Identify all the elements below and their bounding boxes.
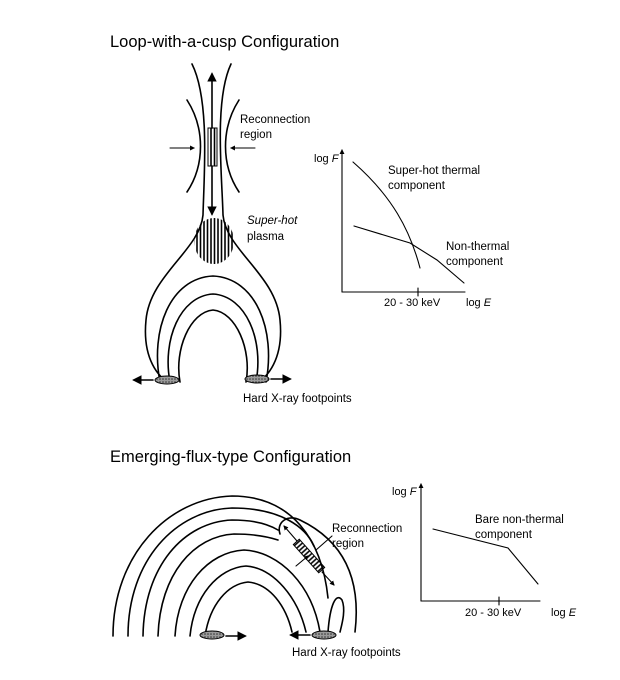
thermal-label-line1: Super-hot thermal — [388, 165, 480, 177]
top-panel: Loop-with-a-cusp Configuration — [110, 33, 509, 405]
reconnection-region-box — [207, 127, 218, 167]
top-tick-label: 20 - 30 keV — [384, 297, 441, 309]
emerging-loop-3 — [189, 565, 307, 637]
bottom-nonthermal-curve — [432, 528, 539, 585]
top-title: Loop-with-a-cusp Configuration — [110, 33, 339, 51]
bottom-spectrum-plot: log F log E 20 - 30 keV Bare non-thermal… — [392, 483, 577, 619]
reconnection-label-line1: Reconnection — [240, 114, 310, 126]
bottom-y-axis-label: log F — [392, 486, 418, 498]
cusp-outer-loop-right — [219, 63, 282, 383]
inflow-line-left — [186, 99, 202, 193]
bottom-inflow-arrow-left — [295, 555, 309, 567]
top-y-axis-label: log F — [314, 153, 340, 165]
inflow-line-right — [224, 99, 240, 193]
nonthermal-label-line1: Non-thermal — [446, 241, 509, 253]
overlying-arc-1 — [112, 495, 329, 637]
bottom-left-footpoint — [199, 630, 225, 640]
top-footpoints-label: Hard X-ray footpoints — [243, 393, 352, 405]
top-x-axis-label: log E — [466, 297, 492, 309]
nonthermal-label-line2: component — [446, 256, 504, 268]
bottom-reconnection-region-box — [292, 538, 326, 574]
bare-component-label-line2: component — [475, 529, 533, 541]
bottom-reconnection-group — [292, 538, 326, 574]
bottom-label-pointer — [315, 535, 333, 551]
bottom-outflow-arrow-up — [283, 525, 298, 542]
top-thermal-curve — [352, 161, 421, 269]
thermal-label-line2: component — [388, 180, 446, 192]
superhot-label-line1: Super-hot — [247, 215, 298, 227]
bottom-right-footpoint — [311, 630, 337, 640]
bottom-footpoints-label: Hard X-ray footpoints — [292, 647, 401, 659]
superhot-plasma-blob — [194, 218, 234, 264]
top-nonthermal-curve — [353, 225, 465, 284]
overlying-arc-3 — [142, 519, 279, 637]
bottom-title: Emerging-flux-type Configuration — [110, 448, 351, 466]
cusp-loop-2 — [156, 275, 270, 383]
bottom-reconnection-label-line1: Reconnection — [332, 523, 402, 535]
superhot-label-line2: plasma — [247, 231, 285, 243]
bare-component-label-line1: Bare non-thermal — [475, 514, 564, 526]
bottom-reconnection-label-line2: region — [332, 538, 364, 550]
cusp-outer-loop — [144, 63, 206, 383]
emerging-loop-outer — [278, 517, 358, 633]
reconnection-label-line2: region — [240, 129, 272, 141]
cusp-loop-4 — [178, 309, 248, 383]
bottom-tick-label: 20 - 30 keV — [465, 607, 522, 619]
bottom-x-axis-label: log E — [551, 607, 577, 619]
emerging-flux-diagram: Reconnection region Hard X-ray footpoint… — [112, 495, 402, 659]
overlying-arc-2 — [127, 507, 315, 637]
top-spectrum-plot: log F log E 20 - 30 keV Super-hot therma… — [314, 149, 509, 309]
emerging-loop-4 — [204, 581, 293, 637]
cusp-diagram: Reconnection region Super-hot plasma Har… — [132, 63, 352, 405]
left-footpoint — [154, 375, 180, 385]
bottom-panel: Emerging-flux-type Configuration — [110, 448, 577, 659]
cusp-loop-3 — [167, 293, 259, 383]
right-footpoint — [244, 374, 270, 384]
emerging-loop-2 — [174, 549, 321, 637]
emerging-loop-small — [327, 597, 345, 633]
overlying-arc-4 — [157, 533, 279, 637]
bottom-outflow-arrow-down — [321, 571, 335, 586]
